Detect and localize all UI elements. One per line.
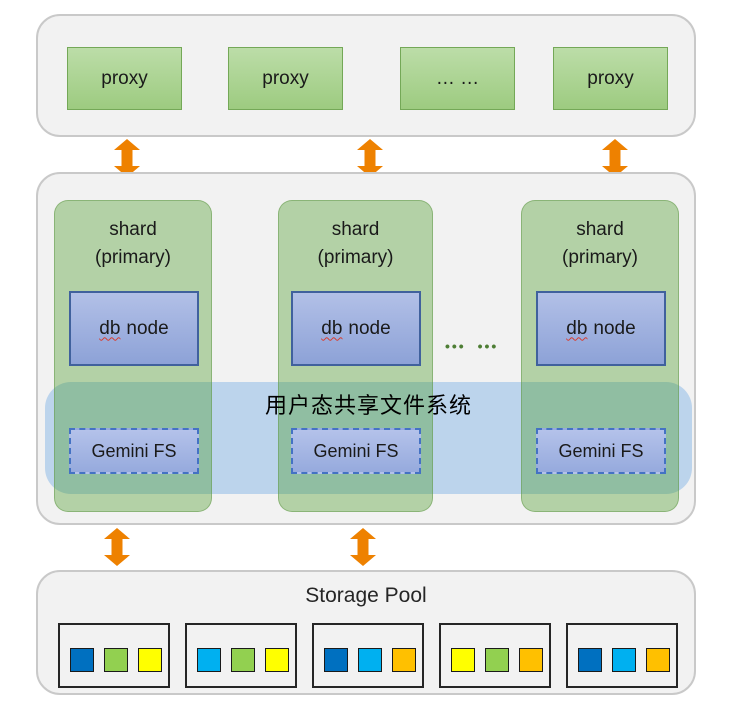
double-arrow-icon: [104, 528, 130, 566]
double-arrow-shape: [350, 528, 376, 566]
shard-title-line1: shard: [576, 219, 624, 240]
double-arrow-icon: [114, 139, 140, 177]
disk-chunk: [104, 648, 128, 672]
shard-box-1: shard (primary) db node Gemini FS: [54, 200, 212, 512]
db-node-label-word2: node: [126, 317, 169, 339]
storage-node-3: [312, 623, 424, 688]
double-arrow-shape: [357, 139, 383, 177]
db-node-label-word1: db: [566, 317, 588, 339]
shard-title: shard (primary): [55, 216, 211, 272]
double-arrow-shape: [114, 139, 140, 177]
shard-title-line2: (primary): [95, 247, 171, 268]
shard-title-line2: (primary): [562, 247, 638, 268]
proxy-layer-panel: proxy proxy … … proxy: [36, 14, 696, 137]
disk-chunk: [324, 648, 348, 672]
disk-chunk: [392, 648, 416, 672]
disk-chunk: [265, 648, 289, 672]
storage-pool-panel: Storage Pool: [36, 570, 696, 695]
storage-node-4: [439, 623, 551, 688]
proxy-node-ellipsis: … …: [400, 47, 515, 110]
disk-chunk: [646, 648, 670, 672]
storage-pool-title: Storage Pool: [305, 584, 427, 607]
gemini-fs-label: Gemini FS: [313, 440, 399, 461]
disk-chunk: [612, 648, 636, 672]
db-node-box: db node: [69, 291, 199, 366]
gemini-fs-box: Gemini FS: [291, 428, 421, 474]
proxy-node-1: proxy: [67, 47, 182, 110]
gemini-fs-box: Gemini FS: [536, 428, 666, 474]
disk-chunk: [485, 648, 509, 672]
shard-ellipsis-dots: ••• •••: [445, 338, 499, 354]
disk-chunk: [578, 648, 602, 672]
disk-chunk: [138, 648, 162, 672]
shard-title-line2: (primary): [317, 247, 394, 268]
db-node-box: db node: [291, 291, 421, 366]
proxy-ellipsis-label: … …: [435, 67, 480, 89]
disk-chunk: [519, 648, 543, 672]
proxy-node-2: proxy: [228, 47, 343, 110]
db-node-label-word1: db: [321, 317, 343, 339]
disk-chunk: [358, 648, 382, 672]
gemini-fs-label: Gemini FS: [91, 440, 177, 461]
disk-chunk: [197, 648, 221, 672]
double-arrow-shape: [602, 139, 628, 177]
double-arrow-icon: [350, 528, 376, 566]
shared-fs-band-label: 用户态共享文件系统: [264, 393, 472, 418]
gemini-fs-box: Gemini FS: [69, 428, 199, 474]
db-node-label-word2: node: [348, 317, 391, 339]
disk-chunk: [451, 648, 475, 672]
storage-node-2: [185, 623, 297, 688]
db-node-label-word1: db: [99, 317, 121, 339]
db-node-box: db node: [536, 291, 666, 366]
proxy-label: proxy: [262, 67, 309, 89]
shard-layer-panel: shard (primary) db node Gemini FS shard …: [36, 172, 696, 525]
shard-title-line1: shard: [109, 219, 157, 240]
shard-title: shard (primary): [279, 216, 432, 272]
disk-chunk: [231, 648, 255, 672]
double-arrow-icon: [602, 139, 628, 177]
db-node-label-word2: node: [593, 317, 636, 339]
double-arrow-shape: [104, 528, 130, 566]
storage-node-5: [566, 623, 678, 688]
double-arrow-icon: [357, 139, 383, 177]
shard-title: shard (primary): [522, 216, 678, 272]
shard-box-3: shard (primary) db node Gemini FS: [521, 200, 679, 512]
proxy-node-3: proxy: [553, 47, 668, 110]
gemini-fs-label: Gemini FS: [558, 440, 644, 461]
disk-chunk: [70, 648, 94, 672]
proxy-label: proxy: [587, 67, 634, 89]
shard-title-line1: shard: [331, 219, 380, 240]
proxy-label: proxy: [101, 67, 148, 89]
storage-node-1: [58, 623, 170, 688]
shard-box-2: shard (primary) db node Gemini FS: [278, 200, 433, 512]
